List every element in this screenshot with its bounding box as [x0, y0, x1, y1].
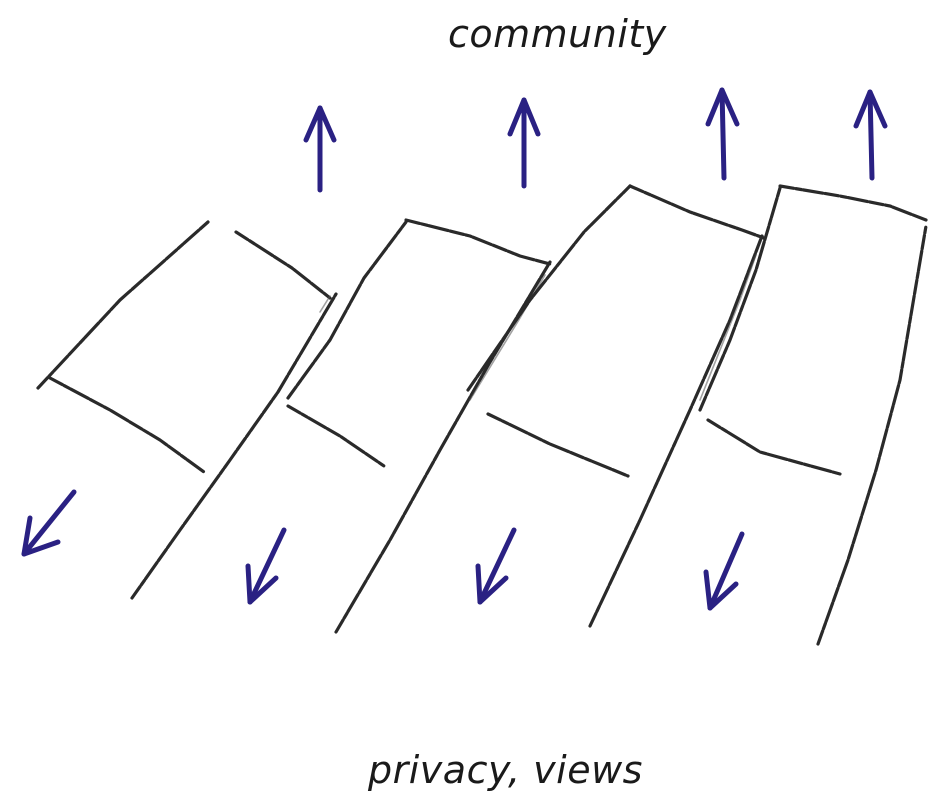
up-arrow-3: [708, 90, 737, 178]
up-arrow-2: [510, 100, 538, 186]
up-arrow-1: [306, 108, 334, 190]
up-arrow-4: [856, 92, 885, 178]
community-label: community: [448, 12, 667, 56]
privacy-views-label: privacy, views: [368, 748, 643, 792]
down-arrow-2: [248, 530, 284, 602]
down-arrow-1: [24, 492, 74, 554]
building-sketch-4: [700, 186, 926, 644]
down-arrow-4: [706, 534, 742, 608]
building-sketch-1: [38, 222, 336, 598]
down-arrow-3: [478, 530, 514, 602]
